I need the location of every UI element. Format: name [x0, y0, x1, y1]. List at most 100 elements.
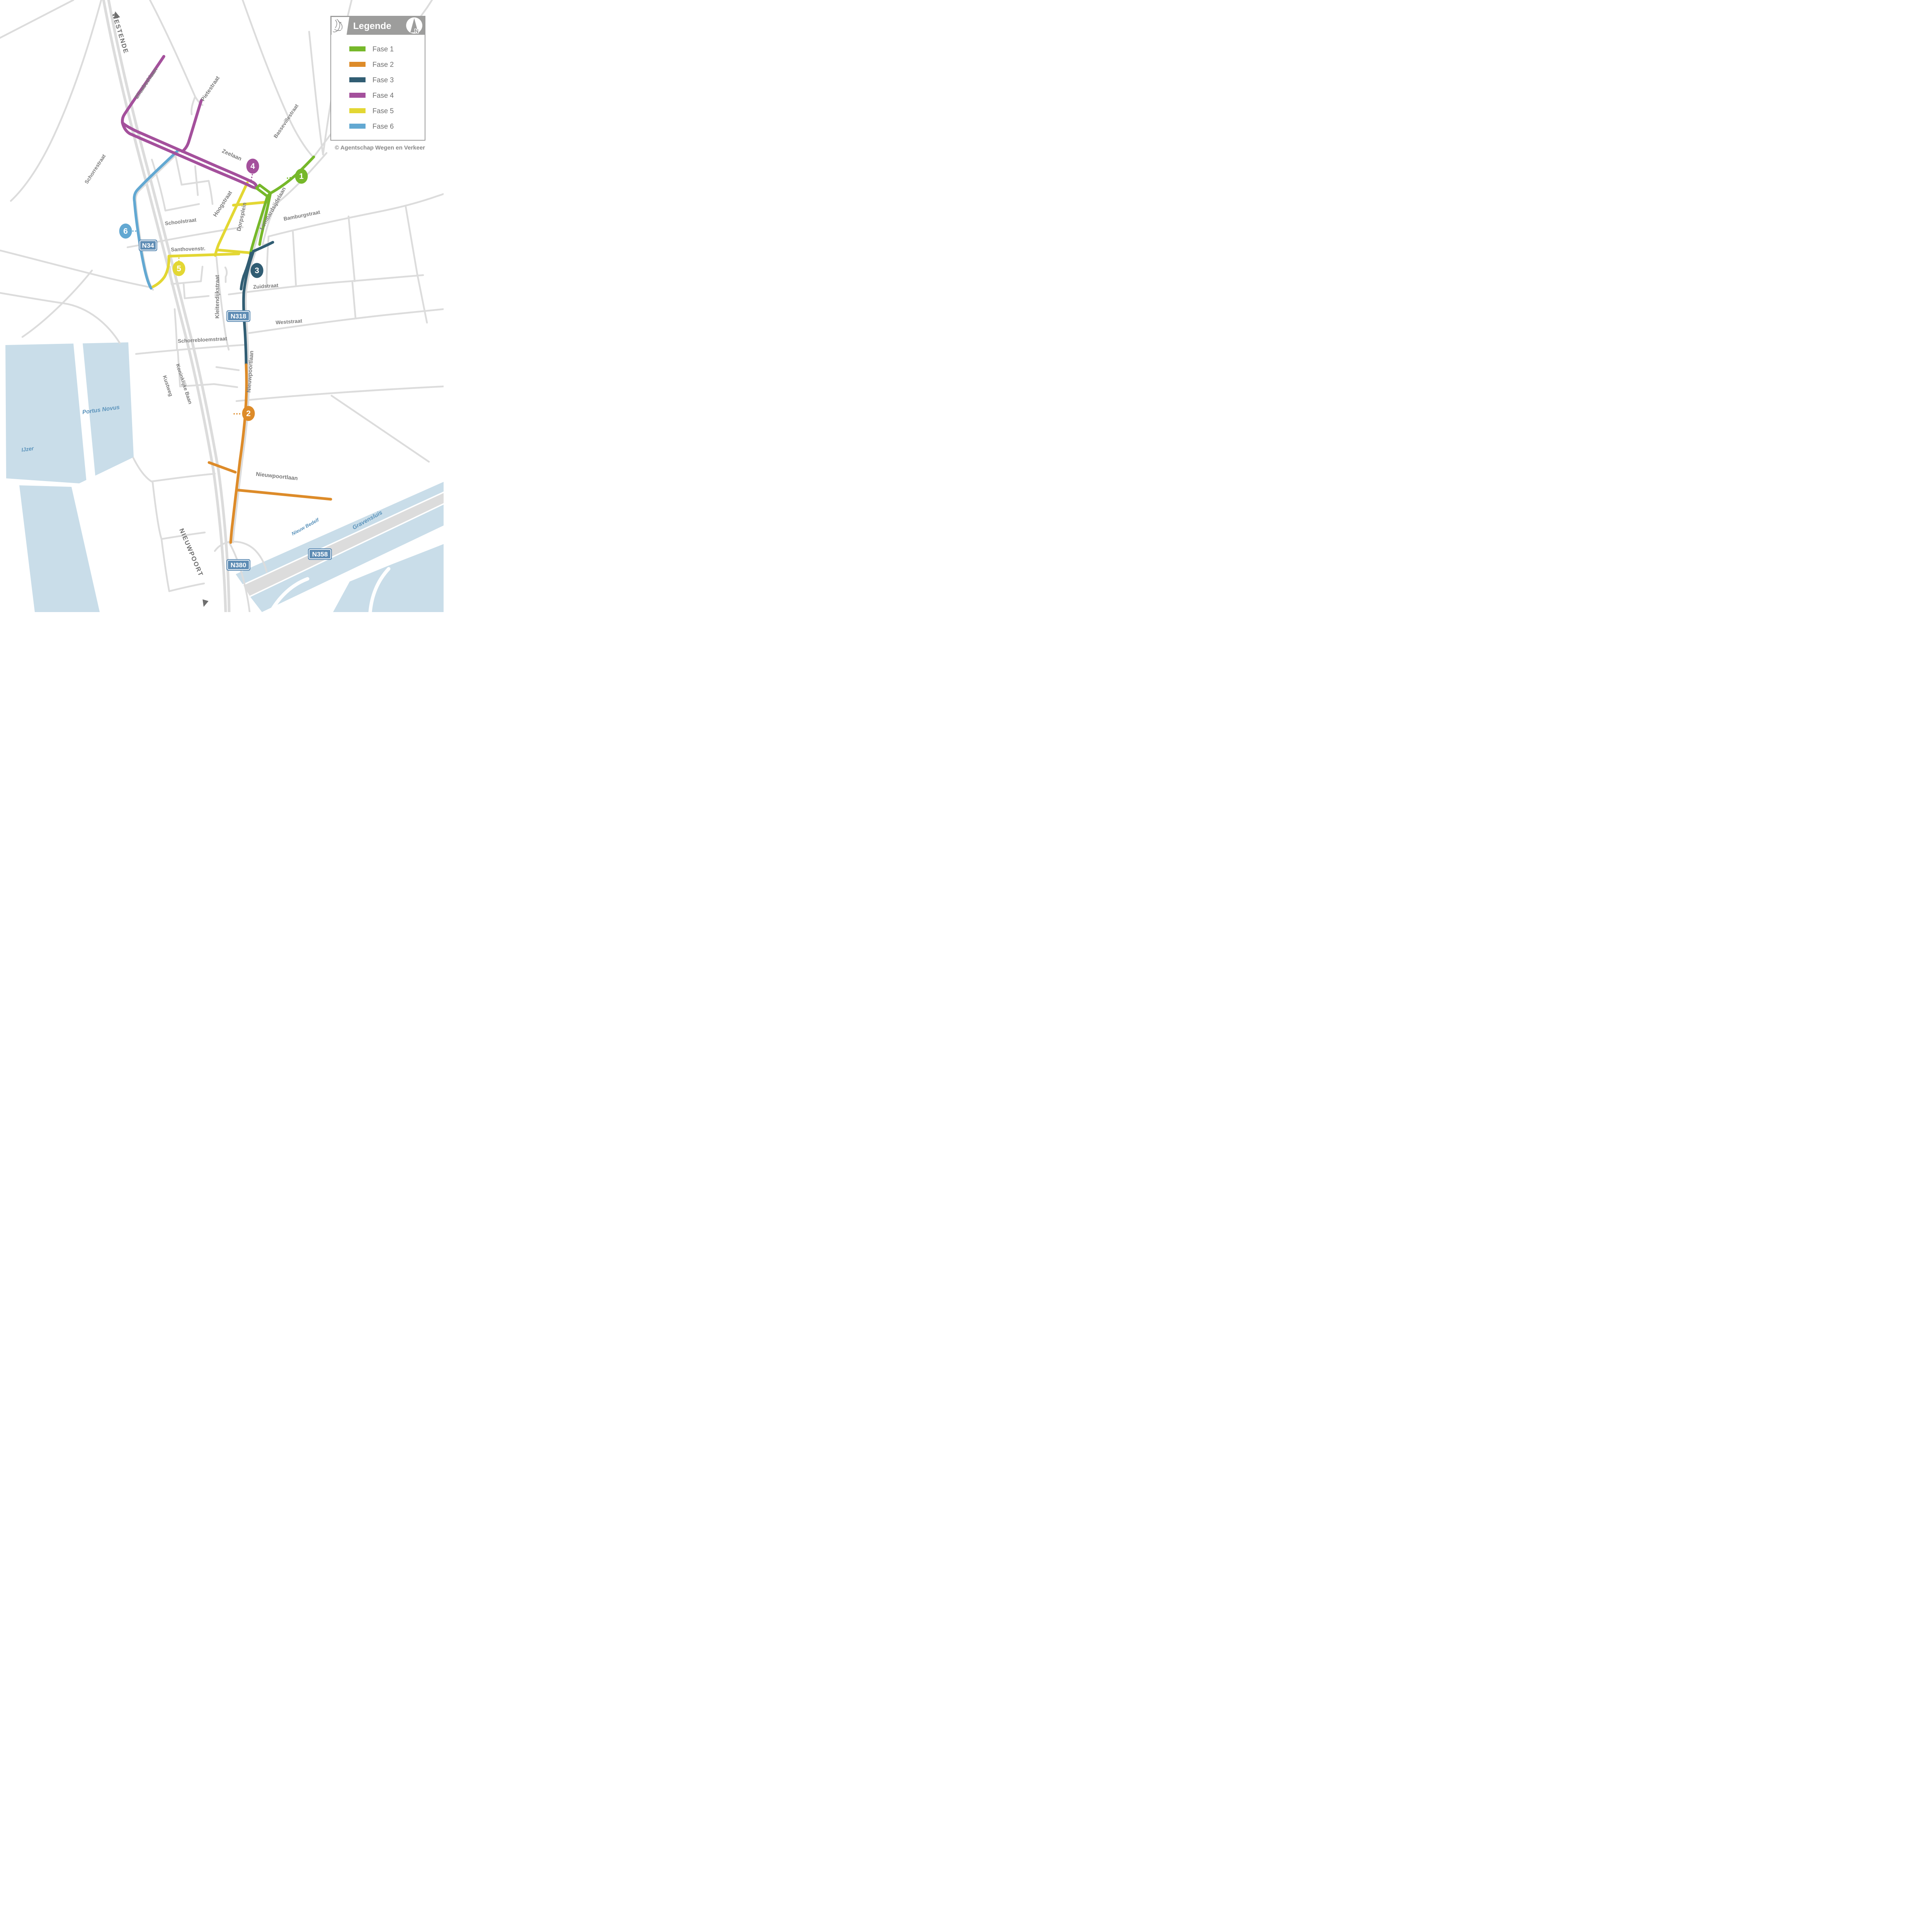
legend-swatch-fase-3 — [349, 77, 366, 82]
zeelaan-north-carriageway — [121, 121, 258, 188]
legend-item-fase-5: Fase 5 — [349, 107, 394, 115]
legend-label-fase-5: Fase 5 — [372, 107, 394, 115]
lombardsijdelaan-lower-segment — [258, 192, 272, 246]
nieuwpoortlaan-east-segment — [235, 488, 332, 501]
legend-item-fase-6: Fase 6 — [349, 122, 394, 130]
phase-markers: 1 2 3 4 5 6 — [119, 158, 308, 421]
marker-4-leader — [250, 174, 253, 181]
schorrebloemstraat-road — [135, 344, 248, 355]
street-label-zeelaan: Zeelaan — [221, 148, 243, 162]
svg-text:N: N — [415, 28, 418, 34]
water-ijzer-band — [19, 485, 100, 612]
street-label-kleitendijkstraat: Kleitendijkstraat — [214, 275, 221, 318]
pietestraat-segment — [181, 99, 203, 153]
sluice-roads — [269, 567, 391, 612]
weststraat-road — [248, 308, 444, 334]
legend-swatch-fase-1 — [349, 46, 366, 51]
flanders-lion-icon — [333, 19, 343, 32]
legend-items: Fase 1 Fase 2 Fase 3 Fase 4 Fase 5 Fase … — [349, 45, 394, 130]
n318-parallel-branch — [240, 252, 253, 291]
street-label-hoogstraat: Hoogstraat — [212, 190, 233, 218]
legend-panel: Legende N Fase 1 Fase 2 Fase 3 Fase 4 — [330, 16, 425, 151]
legend-swatch-fase-5 — [349, 108, 366, 113]
phase-marker-4: 4 — [246, 158, 259, 181]
flanders-lion-logo — [332, 17, 349, 35]
koninklijke-baan-west — [102, 0, 227, 612]
street-label-schorrestraat: Schorrestraat — [83, 153, 107, 185]
marker-1-leader — [287, 176, 295, 179]
svg-text:N380: N380 — [231, 561, 247, 569]
koninklijke-baan-east — [107, 0, 231, 612]
phase-4-route — [121, 55, 258, 190]
street-label-nieuwpoortlaan-north: Nieuwpoortlaan — [246, 350, 255, 393]
santhovenstraat-segment — [167, 252, 240, 258]
phasing-map: Elisabethlaan Pietestraat Zeelaan Bassev… — [0, 0, 444, 612]
arrow-up-westende-icon — [114, 11, 120, 19]
phase-marker-6: 6 — [119, 223, 138, 239]
road-badge-n34: N34 — [139, 240, 157, 251]
legend-label-fase-2: Fase 2 — [372, 61, 394, 68]
road-badges: N34 N318 N380 N358 — [139, 240, 332, 571]
copyright-notice: © Agentschap Wegen en Verkeer — [335, 145, 425, 151]
road-badge-n380: N380 — [226, 559, 250, 571]
svg-text:4: 4 — [250, 162, 255, 171]
legend-swatch-fase-6 — [349, 124, 366, 129]
phase-5-route — [151, 181, 268, 288]
street-label-elisabethlaan: Elisabethlaan — [134, 67, 159, 100]
svg-text:N318: N318 — [231, 313, 247, 320]
phase-marker-5: 5 — [172, 257, 185, 276]
elisabethlaan-segment — [121, 55, 165, 124]
svg-text:6: 6 — [123, 227, 128, 236]
water-gravensluis — [250, 505, 444, 612]
street-label-kustweg: Kustweg — [162, 375, 174, 397]
legend-item-fase-2: Fase 2 — [349, 61, 394, 68]
road-badge-n318: N318 — [226, 310, 250, 322]
street-label-nieuwpoortlaan-south: Nieuwpoortlaan — [255, 471, 298, 481]
svg-text:2: 2 — [246, 409, 251, 418]
water-areas — [5, 342, 444, 612]
legend-title: Legende — [353, 21, 391, 31]
legend-item-fase-1: Fase 1 — [349, 45, 394, 53]
map-canvas: Elisabethlaan Pietestraat Zeelaan Bassev… — [0, 0, 444, 612]
compass-icon: N — [406, 17, 422, 35]
legend-item-fase-4: Fase 4 — [349, 92, 394, 99]
pietestraat-road — [149, 0, 204, 106]
phase-2-route — [207, 363, 332, 544]
nieuwpoortlaan-main-segment — [229, 363, 248, 544]
bamburgstraat-road — [267, 193, 444, 238]
schorrestraat-road — [10, 0, 102, 202]
lombardsijdelaan-upper-segment — [269, 155, 315, 195]
street-label-pietestraat: Pietestraat — [200, 75, 221, 102]
phase-marker-1: 1 — [287, 168, 308, 184]
harbour-dam-road — [73, 343, 96, 483]
legend-swatch-fase-2 — [349, 62, 366, 67]
water-nieuw-bedelf — [236, 482, 444, 584]
zeelaan-south-carriageway — [121, 121, 258, 190]
legend-label-fase-4: Fase 4 — [372, 92, 394, 99]
legend-swatch-fase-4 — [349, 93, 366, 98]
phase-1-route — [249, 155, 315, 256]
street-label-koninklijke-baan: Koninklijke Baan — [175, 363, 193, 405]
phase-6-route — [133, 150, 179, 290]
dorpsplein-loop — [255, 184, 272, 198]
svg-text:N34: N34 — [142, 242, 154, 249]
bassevillestraat-road — [242, 0, 315, 159]
kleitendijkstraat-road — [215, 256, 230, 351]
street-label-santhovenstraat: Santhovenstr. — [171, 245, 206, 252]
svg-text:5: 5 — [177, 264, 181, 273]
water-label-ijzer: IJzer — [21, 445, 34, 453]
street-label-schorrebloemstraat: Schorrebloemstraat — [178, 336, 228, 344]
legend-label-fase-6: Fase 6 — [372, 122, 394, 130]
hoogstraat-segment — [214, 181, 249, 257]
phase-marker-3: 3 — [244, 263, 264, 278]
dorpsplein-segment — [249, 195, 269, 256]
legend-item-fase-3: Fase 3 — [349, 76, 394, 84]
water-sluice-area — [333, 544, 444, 612]
street-label-weststraat: Weststraat — [276, 318, 303, 326]
road-badge-n358: N358 — [308, 548, 332, 560]
water-label-nieuw-bedelf: Nieuw Bedelf — [291, 517, 320, 536]
street-label-schoolstraat: Schoolstraat — [165, 217, 197, 226]
svg-text:3: 3 — [255, 266, 259, 275]
legend-box — [330, 16, 425, 141]
arrow-down-nieuwpoort-icon — [202, 599, 209, 607]
